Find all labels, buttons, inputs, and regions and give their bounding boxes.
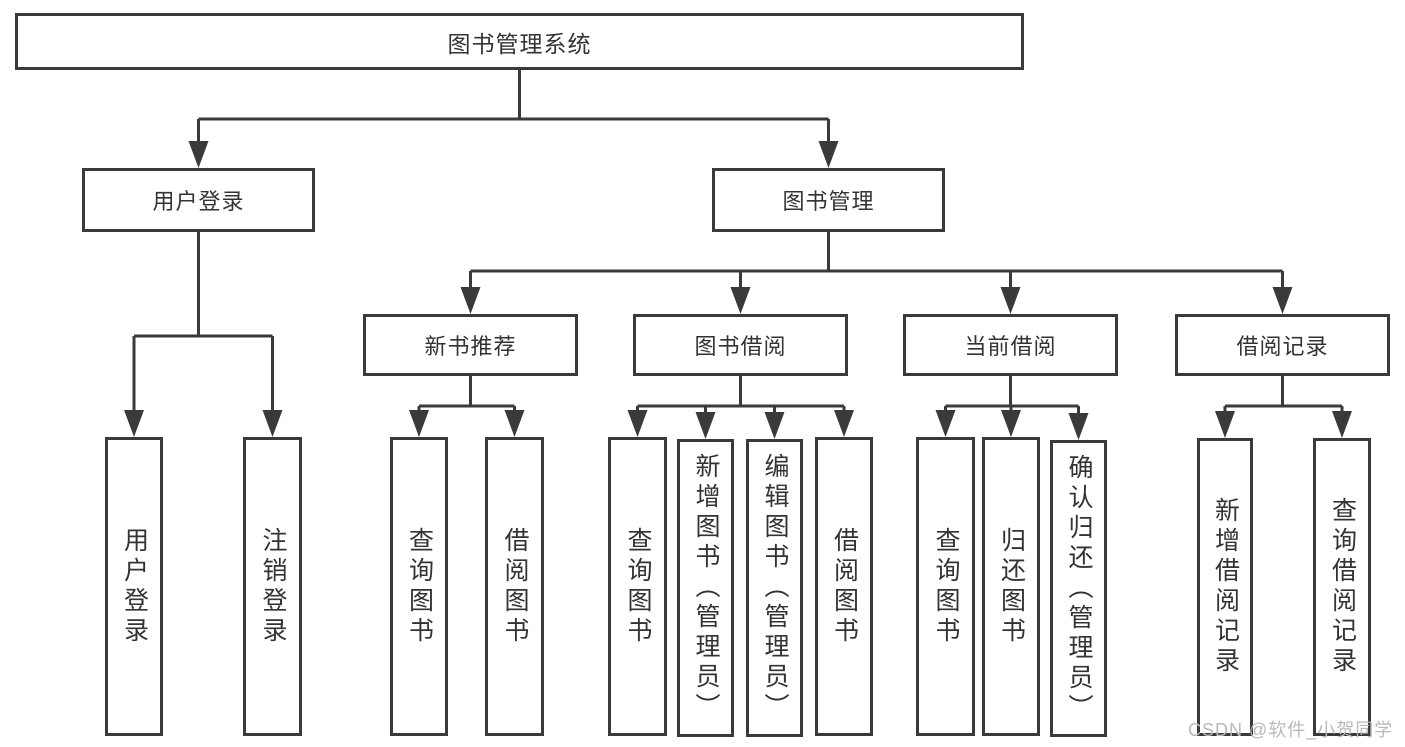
arrowhead-icon <box>627 410 648 437</box>
node-leaf-query-book-2: 查询图书 <box>608 437 667 736</box>
node-book-borrow: 图书借阅 <box>633 314 848 376</box>
node-leaf-query-book-1: 查询图书 <box>390 437 448 736</box>
arrowhead-icon <box>1068 413 1089 440</box>
node-root: 图书管理系统 <box>15 13 1024 70</box>
arrowhead-icon <box>409 410 429 437</box>
node-label: 查询图书 <box>932 526 960 647</box>
arrowhead-icon <box>1215 411 1235 438</box>
node-label: 确认归还（管理员） <box>1065 453 1093 724</box>
arrowhead-icon <box>764 412 785 439</box>
node-leaf-add-borrow-record: 新增借阅记录 <box>1197 438 1253 736</box>
node-label: 用户登录 <box>152 189 245 214</box>
arrowhead-icon <box>818 141 839 168</box>
node-label: 图书管理系统 <box>447 30 592 57</box>
node-label: 查询图书 <box>405 526 434 647</box>
node-label: 查询图书 <box>624 526 652 647</box>
node-label: 用户登录 <box>120 526 149 647</box>
arrowhead-icon <box>695 412 716 439</box>
node-leaf-query-borrow-record: 查询借阅记录 <box>1313 438 1371 736</box>
arrowhead-icon <box>504 410 525 437</box>
node-leaf-user-login: 用户登录 <box>105 437 163 736</box>
node-leaf-confirm-return: 确认归还（管理员） <box>1050 440 1107 737</box>
arrowhead-icon <box>1000 287 1021 314</box>
node-leaf-return-book: 归还图书 <box>982 437 1040 736</box>
node-leaf-borrow-book-2: 借阅图书 <box>815 437 873 736</box>
arrowhead-icon <box>935 410 956 437</box>
arrowhead-icon <box>1001 410 1021 437</box>
node-label: 图书管理 <box>782 189 875 214</box>
node-label: 借阅记录 <box>1236 334 1329 359</box>
node-label: 借阅图书 <box>830 526 859 647</box>
node-label: 当前借阅 <box>964 334 1057 359</box>
node-leaf-query-book-3: 查询图书 <box>916 437 975 736</box>
node-label: 注销登录 <box>259 526 287 647</box>
node-new-book-recommend: 新书推荐 <box>363 314 578 376</box>
arrowhead-icon <box>262 410 283 437</box>
arrowhead-icon <box>834 410 854 437</box>
node-label: 新书推荐 <box>424 334 517 359</box>
node-borrow-record: 借阅记录 <box>1175 314 1390 376</box>
node-current-borrow: 当前借阅 <box>903 314 1118 376</box>
arrowhead-icon <box>1272 287 1293 314</box>
node-user-login: 用户登录 <box>82 168 315 232</box>
arrowhead-icon <box>124 410 144 437</box>
node-label: 归还图书 <box>997 526 1026 647</box>
node-label: 图书借阅 <box>694 334 787 359</box>
node-leaf-add-book: 新增图书（管理员） <box>677 439 734 737</box>
node-book-mgmt: 图书管理 <box>712 168 945 232</box>
arrowhead-icon <box>730 287 751 314</box>
node-label: 查询借阅记录 <box>1328 497 1357 677</box>
node-leaf-borrow-book-1: 借阅图书 <box>485 437 544 736</box>
arrowhead-icon <box>1332 411 1352 438</box>
arrowhead-icon <box>188 141 209 168</box>
node-label: 新增借阅记录 <box>1211 497 1240 677</box>
node-label: 借阅图书 <box>501 526 529 647</box>
node-leaf-logout: 注销登录 <box>243 437 302 736</box>
node-label: 新增图书（管理员） <box>692 453 720 723</box>
arrowhead-icon <box>460 287 481 314</box>
node-leaf-edit-book: 编辑图书（管理员） <box>746 439 803 737</box>
node-label: 编辑图书（管理员） <box>761 453 789 723</box>
watermark-text: CSDN @软件_小贺同学 <box>1188 720 1394 740</box>
